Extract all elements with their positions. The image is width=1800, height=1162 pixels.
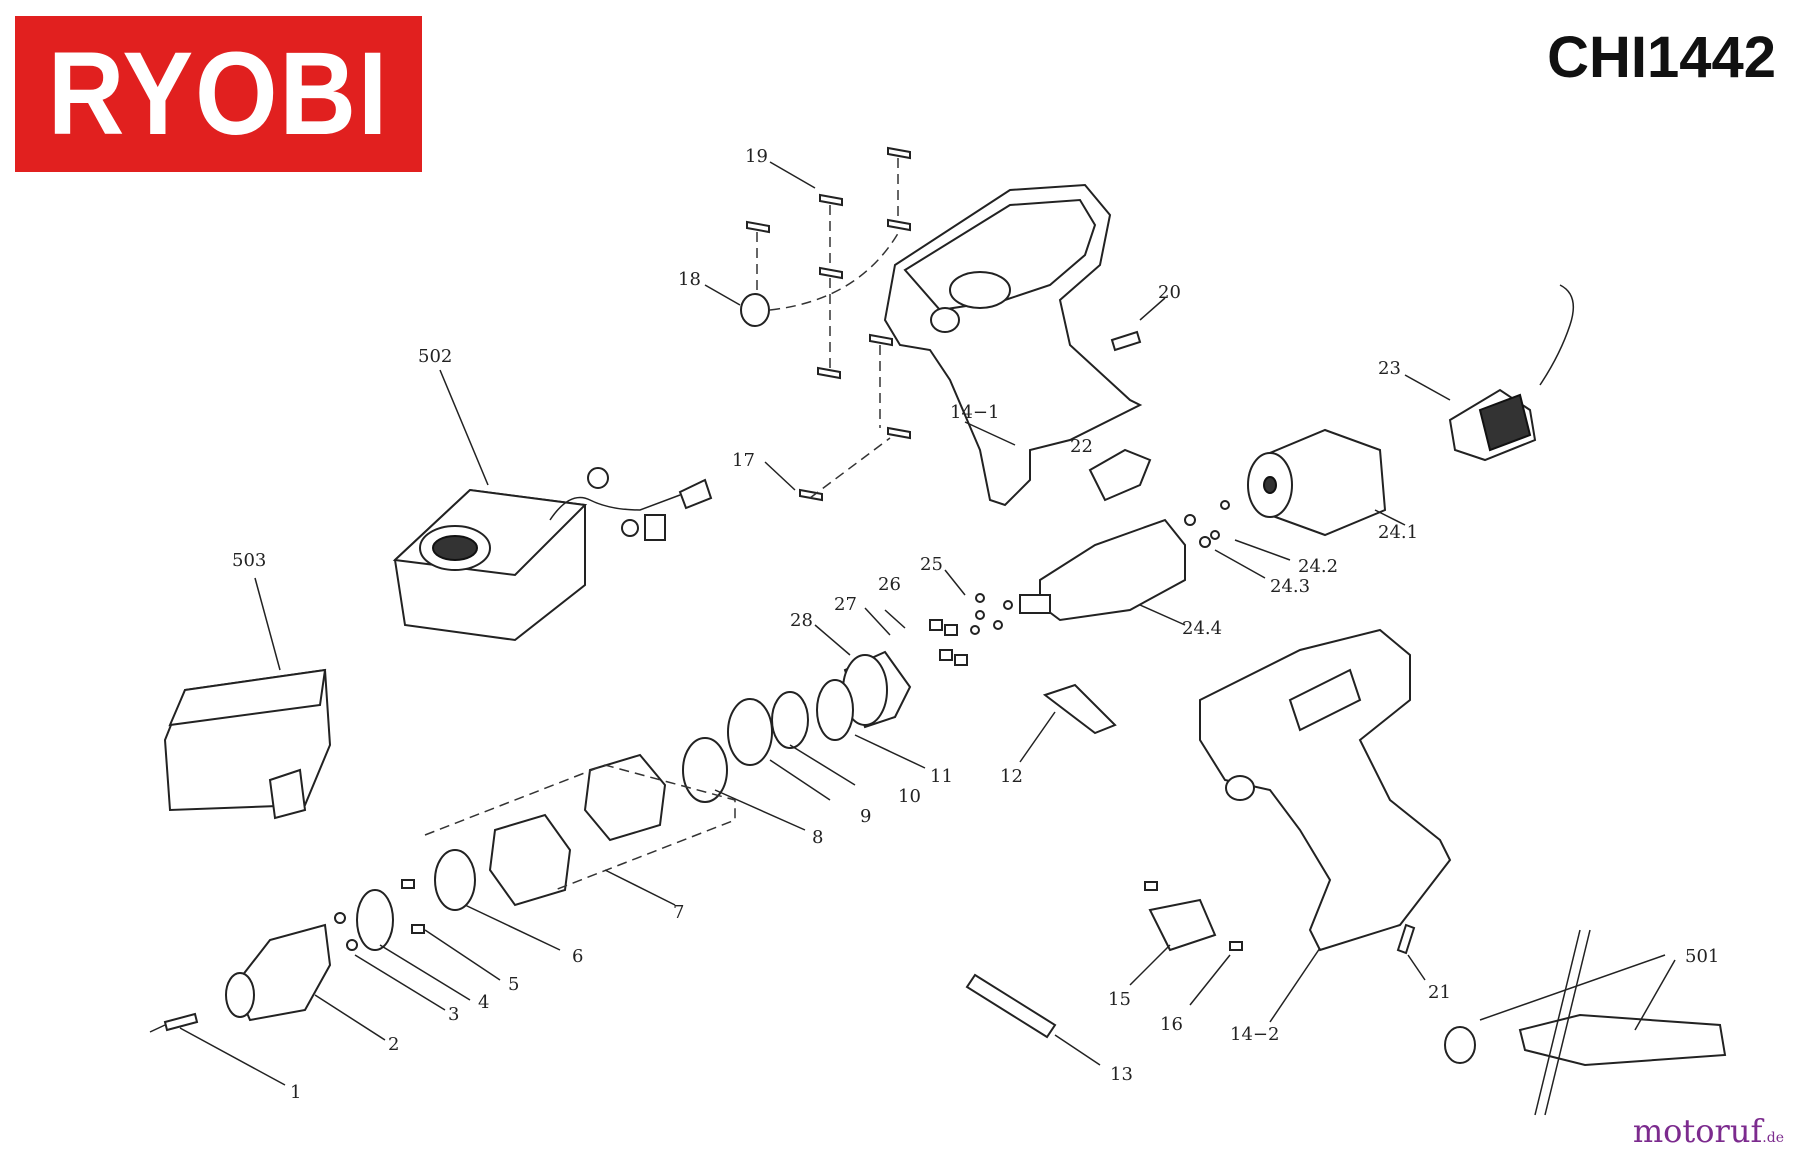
label-19: 19 — [745, 146, 768, 167]
screw-1 — [149, 1012, 286, 1086]
charger-502 — [392, 369, 713, 642]
label-20: 20 — [1158, 282, 1181, 303]
label-14-1: 14−1 — [950, 402, 999, 423]
label-17: 17 — [732, 450, 755, 471]
small-parts-25-28 — [814, 569, 1013, 729]
label-15: 15 — [1108, 989, 1131, 1010]
housing-14-1 — [883, 183, 1143, 507]
clutch-parts-5-8 — [401, 737, 806, 981]
label-12: 12 — [1000, 766, 1023, 787]
logo-wordmark: RYOBI — [47, 28, 390, 160]
bit-21 — [1396, 923, 1426, 981]
label-22: 22 — [1070, 436, 1093, 457]
label-6: 6 — [572, 946, 583, 967]
side-handle-501 — [1444, 929, 1727, 1116]
label-3: 3 — [448, 1004, 459, 1025]
label-2: 2 — [388, 1034, 399, 1055]
label-23: 23 — [1378, 358, 1401, 379]
label-502: 502 — [418, 346, 452, 367]
label-27: 27 — [834, 594, 857, 615]
label-13: 13 — [1110, 1064, 1133, 1085]
label-21: 21 — [1428, 982, 1451, 1003]
battery-503 — [163, 577, 332, 820]
label-5: 5 — [508, 974, 519, 995]
label-14-2: 14−2 — [1230, 1024, 1279, 1045]
model-number: CHI1442 — [1547, 25, 1776, 90]
chuck-2 — [225, 923, 386, 1041]
label-501: 501 — [1685, 946, 1719, 967]
label-16: 16 — [1160, 1014, 1183, 1035]
label-503: 503 — [232, 550, 266, 571]
label-24-4: 24.4 — [1182, 618, 1222, 639]
label-10: 10 — [898, 786, 921, 807]
bit-20 — [1110, 297, 1166, 352]
label-7: 7 — [673, 902, 684, 923]
label-28: 28 — [790, 610, 813, 631]
label-26: 26 — [878, 574, 901, 595]
watermark: motoruf.de — [1633, 1112, 1784, 1150]
label-1: 1 — [290, 1082, 301, 1103]
motor-24-1 — [1247, 428, 1406, 537]
label-8: 8 — [812, 827, 823, 848]
rings-9-10-11 — [727, 679, 926, 801]
bit-holder-13 — [965, 973, 1101, 1066]
watermark-suffix: .de — [1762, 1130, 1784, 1146]
trigger-22 — [1088, 448, 1152, 502]
label-9: 9 — [860, 806, 871, 827]
label-4: 4 — [478, 992, 489, 1013]
washer-3-4 — [334, 889, 471, 1011]
gearbox-24-4 — [1019, 518, 1186, 626]
label-18: 18 — [678, 269, 701, 290]
switch-23 — [1404, 284, 1575, 462]
housing-14-2 — [1199, 628, 1452, 1023]
bushing-18 — [704, 284, 770, 327]
label-24-2: 24.2 — [1298, 556, 1338, 577]
label-25: 25 — [920, 554, 943, 575]
ryobi-logo: RYOBI — [15, 16, 422, 172]
watermark-main: motoruf — [1632, 1112, 1763, 1150]
label-24-3: 24.3 — [1270, 576, 1310, 597]
screws-24-2-24-3 — [1184, 500, 1291, 579]
label-11: 11 — [930, 766, 953, 787]
clip-12 — [1019, 683, 1117, 763]
label-24-1: 24.1 — [1378, 522, 1418, 543]
screws-19 — [746, 146, 911, 502]
parts-15-16 — [1129, 881, 1243, 1006]
